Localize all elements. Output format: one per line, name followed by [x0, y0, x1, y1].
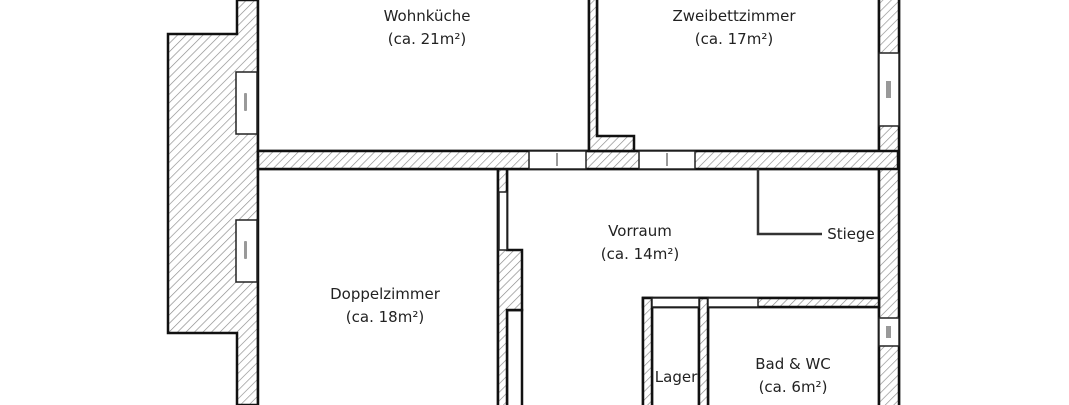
stair-line — [756, 169, 822, 236]
wall-top-divider-overlay — [587, 0, 636, 153]
wall-lager-right — [697, 296, 710, 405]
door-bad — [707, 297, 759, 308]
room-name: Doppelzimmer — [330, 285, 440, 303]
annotation-text: Stiege — [827, 225, 875, 243]
door-lager — [651, 297, 700, 308]
wall-left — [166, 0, 260, 405]
room-label-lager: Lager — [655, 366, 697, 389]
wall-lager-left — [641, 296, 654, 405]
room-wohnkueche — [256, 0, 591, 153]
door-doppelzimmer — [498, 191, 508, 251]
annotation-stiege: Stiege — [827, 223, 875, 246]
room-label-wohnkueche: Wohnküche (ca. 21m²) — [384, 5, 471, 51]
room-name: Vorraum — [608, 222, 672, 240]
room-area: (ca. 14m²) — [600, 245, 680, 263]
room-lager — [650, 305, 701, 405]
room-label-vorraum: Vorraum (ca. 14m²) — [601, 220, 679, 266]
room-area: (ca. 6m²) — [758, 378, 828, 396]
room-name: Lager — [654, 368, 698, 386]
door-wohnkueche — [528, 150, 587, 170]
window-bad-right — [878, 317, 900, 347]
room-label-zweibettzimmer: Zweibettzimmer (ca. 17m²) — [672, 5, 795, 51]
room-area: (ca. 21m²) — [387, 30, 467, 48]
door-zweibettzimmer — [638, 150, 696, 170]
room-label-doppelzimmer: Doppelzimmer (ca. 18m²) — [330, 283, 440, 329]
room-name: Bad & WC — [755, 355, 831, 373]
room-area: (ca. 18m²) — [345, 308, 425, 326]
window-wohnkueche-left — [235, 71, 258, 135]
room-area: (ca. 17m²) — [694, 30, 774, 48]
window-zweibettzimmer-right — [878, 52, 900, 127]
window-doppelzimmer-left — [235, 219, 258, 283]
room-name: Wohnküche — [383, 7, 471, 25]
room-name: Zweibettzimmer — [672, 7, 796, 25]
room-label-bad: Bad & WC (ca. 6m²) — [755, 353, 831, 399]
